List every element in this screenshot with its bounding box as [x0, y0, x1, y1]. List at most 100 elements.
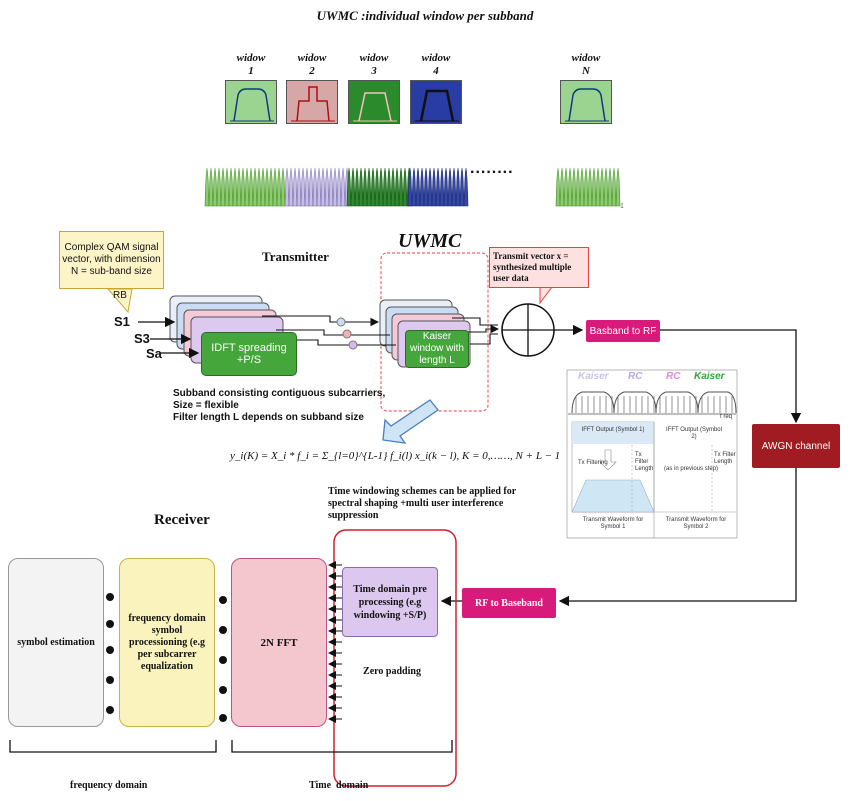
window-label-1: widow 1: [225, 52, 277, 78]
waveform-label-rc-1: RC: [628, 371, 643, 382]
subcarrier-lobe: [411, 168, 417, 207]
signal-dot: [106, 593, 114, 601]
subcarrier-lobe: [328, 168, 334, 207]
time-domain-label: Time domain: [309, 780, 369, 791]
subcarrier-lobe: [354, 168, 360, 207]
signal-dot: [219, 626, 227, 634]
transmit-waveform-1: Transmit Waveform for Symbol 1: [582, 517, 644, 530]
waveform-label-kaiser-2: Kaiser: [694, 371, 725, 382]
input-s1: S1: [114, 314, 130, 329]
subcarrier-lobe: [595, 168, 601, 207]
symbol-estimation-label: symbol estimation: [17, 637, 95, 648]
subcarrier-lobe: [358, 168, 364, 207]
ifft-output-1: IFFT Output (Symbol 1): [581, 427, 645, 433]
input-s3: S3: [134, 331, 150, 346]
signal-dot: [219, 686, 227, 694]
domain-brackets: [9, 740, 453, 753]
window-number: 4: [433, 65, 439, 77]
subcarrier-lobe: [463, 168, 469, 207]
qam-callout: Complex QAM signal vector, with dimensio…: [59, 231, 164, 289]
signal-dot: [219, 596, 227, 604]
subcarrier-lobe: [451, 168, 457, 207]
kaiser-block: Kaiser window with length L: [405, 330, 469, 368]
subcarrier-lobe: [443, 168, 449, 207]
symbol-estimation-block: symbol estimation: [8, 558, 104, 727]
subcarrier-lobe: [571, 168, 577, 207]
window-number: 1: [248, 65, 254, 77]
subcarrier-lobe: [555, 168, 561, 207]
window-word: widow: [421, 52, 451, 64]
window-thumb-2: [286, 80, 338, 124]
subcarrier-lobe: [366, 168, 372, 207]
window-word: widow: [359, 52, 389, 64]
subcarrier-lobe: [244, 168, 250, 207]
ifft-output-2: IFFT Output (Symbol 2): [666, 427, 722, 440]
subcarrier-lobe: [296, 168, 302, 207]
rf-to-baseband-label: RF to Baseband: [475, 597, 543, 609]
idft-block: IDFT spreading +P/S: [201, 332, 297, 376]
window-word: widow: [297, 52, 327, 64]
subcarrier-lobe: [559, 168, 565, 207]
subcarrier-lobe: [599, 168, 605, 207]
time-domain-preprocessing-block: Time domain pre processing (e.g windowin…: [342, 567, 438, 637]
waveform-label-rc-2: RC: [666, 371, 681, 382]
previous-step-label: (as in previous step): [664, 466, 719, 472]
baseband-to-rf-label: Basband to RF: [589, 325, 657, 337]
subcarrier-lobe: [431, 168, 437, 207]
subcarrier-lobe: [398, 168, 404, 207]
subcarrier-lobe: [575, 168, 581, 207]
window-label-n: widow N: [560, 52, 612, 78]
subcarrier-lobe: [240, 168, 246, 207]
freq-label: f req: [720, 414, 733, 420]
subcarrier-lobe: [208, 168, 214, 207]
window-number: 3: [371, 65, 377, 77]
waveform-illustration: [566, 369, 738, 539]
subcarrier-lobe: [419, 168, 425, 207]
subcarrier-lobe: [386, 168, 392, 207]
idft-label: IDFT spreading +P/S: [211, 342, 287, 366]
uwmc-heading: UWMC: [398, 230, 462, 252]
receiver-title: Receiver: [154, 512, 210, 528]
subcarrier-lobe: [615, 168, 621, 207]
signal-dot: [106, 706, 114, 714]
subcarrier-lobe: [611, 168, 617, 207]
subcarrier-lobe: [220, 168, 226, 207]
qam-callout-text: Complex QAM signal vector, with dimensio…: [62, 242, 161, 277]
tx-filtering-label: Tx Filtering: [578, 460, 608, 466]
subcarrier-lobe: [256, 168, 262, 207]
time-windowing-note: Time windowing schemes can be applied fo…: [328, 486, 516, 521]
subcarrier-lobe: [382, 168, 388, 207]
subcarrier-spectrum: [204, 168, 621, 207]
subcarrier-lobe: [362, 168, 368, 207]
subcarrier-lobe: [216, 168, 222, 207]
subcarrier-lobe: [308, 168, 314, 207]
window-label-4: widow 4: [410, 52, 462, 78]
window-number: N: [582, 65, 590, 77]
summation-node: [501, 303, 555, 357]
subcarrier-lobe: [579, 168, 585, 207]
subcarrier-lobe: [332, 168, 338, 207]
kaiser-label: Kaiser window with length L: [410, 331, 464, 366]
subcarrier-lobe: [567, 168, 573, 207]
signal-dot: [219, 714, 227, 722]
subcarrier-lobe: [248, 168, 254, 207]
transmitter-title: Transmitter: [262, 249, 329, 264]
frequency-domain-processing-label: frequency domain symbol processioning (e…: [128, 612, 206, 672]
input-sa: Sa: [146, 346, 162, 361]
transmit-vector-text: Transmit vector x = synthesized multiple…: [493, 251, 572, 283]
fft-block: 2N FFT: [231, 558, 327, 727]
subcarrier-lobe: [394, 168, 400, 207]
tx-filter-length-2: Tx Filter Length: [714, 452, 736, 465]
transmit-waveform-2: Transmit Waveform for Symbol 2: [665, 517, 727, 530]
window-thumb-4: [410, 80, 462, 124]
subband-note-line: Filter length L depends on subband size: [173, 412, 364, 423]
time-domain-preprocessing-label: Time domain pre processing (e.g windowin…: [353, 583, 427, 621]
window-word: widow: [571, 52, 601, 64]
spectrum-ellipsis: ........: [470, 160, 514, 177]
fft-input-arrows: [328, 561, 342, 723]
subcarrier-lobe: [455, 168, 461, 207]
rf-to-baseband-block: RF to Baseband: [462, 588, 556, 618]
subcarrier-lobe: [264, 168, 270, 207]
subcarrier-lobe: [316, 168, 322, 207]
subcarrier-lobe: [320, 168, 326, 207]
